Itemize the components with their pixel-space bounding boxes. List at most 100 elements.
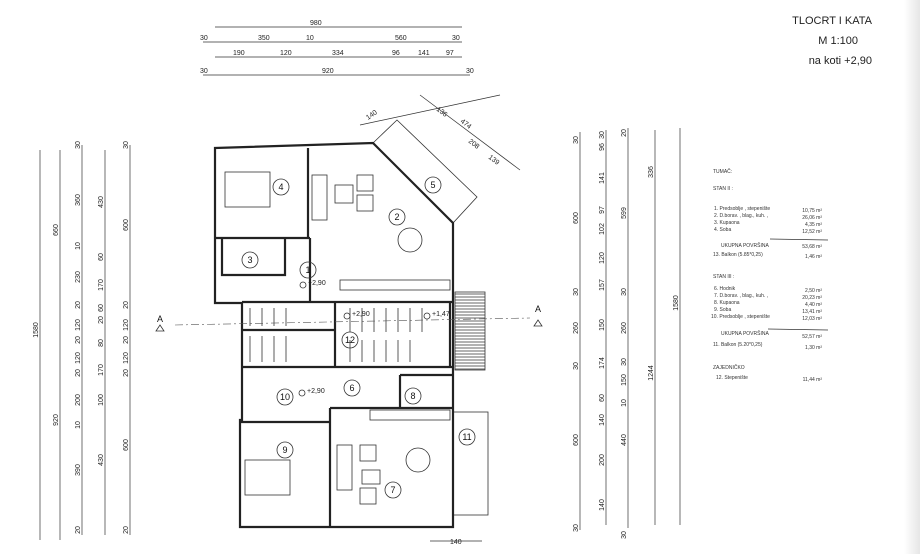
room-circle <box>272 178 290 196</box>
dimension-label: 141 <box>599 172 606 184</box>
legend-area: 12,52 m² <box>802 229 822 235</box>
dimension-label: 390 <box>75 464 82 476</box>
dimension-label: 100 <box>98 394 105 406</box>
legend-group-name: STAN II : <box>713 186 733 192</box>
dimension-label: 336 <box>648 166 655 178</box>
dimension-line <box>359 94 501 126</box>
legend-area: 4,40 m² <box>805 302 822 308</box>
legend-item: 6. Hodnik <box>714 286 736 292</box>
room-circle <box>341 331 359 349</box>
dimension-label: 120 <box>75 319 82 331</box>
dimension-label: 200 <box>599 454 606 466</box>
dimension-label: 10 <box>621 399 628 407</box>
legend-area: 1,30 m² <box>805 345 822 351</box>
dimension-label: 430 <box>98 454 105 466</box>
section-arrow-icon <box>533 319 543 327</box>
level-mark: +2,90 <box>308 280 326 287</box>
dimension-label: 150 <box>621 374 628 386</box>
room-circle <box>276 441 294 459</box>
entrance-ramp <box>454 291 486 371</box>
dimension-label: 10 <box>75 242 82 250</box>
level-mark: +1,47 <box>432 311 450 318</box>
room-circle <box>424 176 442 194</box>
dimension-label: 20 <box>75 369 82 377</box>
dimension-label: 139 <box>487 154 501 167</box>
room-number: 12 <box>345 335 355 345</box>
dimension-label: 20 <box>123 526 130 534</box>
dimension-label: 97 <box>599 206 606 214</box>
section-arrow-icon <box>155 324 165 332</box>
section-mark-right: A <box>535 304 541 314</box>
dimension-label: 170 <box>98 364 105 376</box>
room-number: 1 <box>305 265 310 275</box>
section-mark-left: A <box>157 314 163 324</box>
legend-area: 20,23 m² <box>802 295 822 301</box>
dimension-label: 102 <box>599 223 606 235</box>
dimension-label: 30 <box>573 362 580 370</box>
dimension-label: 600 <box>123 219 130 231</box>
room-number: 10 <box>280 392 290 402</box>
dimension-label: 30 <box>621 358 628 366</box>
dimension-label: 136 <box>435 106 449 119</box>
legend-area: 13,41 m² <box>802 309 822 315</box>
legend-item: 7. D.borav. , blag., kuh. , <box>714 293 768 299</box>
dimension-label: 200 <box>75 394 82 406</box>
dimension-label: 600 <box>573 212 580 224</box>
level-marks: +2,90 +2,90 +1,47 +2,90 <box>298 280 450 397</box>
dimension-label: 60 <box>599 394 606 402</box>
dimension-label: 30 <box>75 141 82 149</box>
dimension-label: 440 <box>621 434 628 446</box>
dimension-label: 208 <box>467 138 481 151</box>
dimension-label: 140 <box>599 414 606 426</box>
legend-area: 10,75 m² <box>802 208 822 214</box>
legend-item: 8. Kupaona <box>714 300 740 306</box>
level-mark: +2,90 <box>352 311 370 318</box>
dimension-label: 80 <box>98 339 105 347</box>
legend-area: 1,46 m² <box>805 254 822 260</box>
page-edge-shadow <box>904 0 920 554</box>
room-circle <box>241 251 259 269</box>
dimension-label: 1580 <box>673 295 680 311</box>
dimension-label: 20 <box>98 316 105 324</box>
dimension-label: 120 <box>280 50 292 57</box>
dimension-label: 30 <box>621 531 628 539</box>
legend-divider <box>769 238 829 241</box>
dimension-label: 60 <box>98 304 105 312</box>
dimension-label: 120 <box>123 319 130 331</box>
legend-item: 3. Kupaona <box>714 220 740 226</box>
dimension-label: 20 <box>75 526 82 534</box>
dimension-label: 140 <box>365 109 379 121</box>
dimension-label: 30 <box>573 136 580 144</box>
dimension-label: 560 <box>395 35 407 42</box>
dimension-label: 30 <box>466 68 474 75</box>
dimension-label: 120 <box>75 352 82 364</box>
dimension-label: 230 <box>75 271 82 283</box>
legend-item: 1. Predsoblje , stepenište <box>714 206 770 212</box>
legend-area: 4,35 m² <box>805 222 822 228</box>
dimension-label: 920 <box>322 68 334 75</box>
legend-common-name: ZAJEDNIČKO <box>713 364 745 371</box>
dimension-label: 334 <box>332 50 344 57</box>
dimension-label: 10 <box>75 421 82 429</box>
dimension-label: 10 <box>306 35 314 42</box>
legend-area: 11,44 m² <box>803 377 823 383</box>
dimension-label: 430 <box>98 196 105 208</box>
room-number: 5 <box>430 180 435 190</box>
dimension-label: 30 <box>123 141 130 149</box>
room-number: 6 <box>349 383 354 393</box>
legend-heading: TUMAČ: <box>713 168 732 175</box>
legend-item: 9. Soba <box>714 307 731 313</box>
room-number: 3 <box>247 255 252 265</box>
dimension-label: 20 <box>123 336 130 344</box>
room-circle <box>388 208 406 226</box>
legend-total: 53,68 m² <box>802 244 822 250</box>
legend-group-name: STAN III : <box>713 274 734 280</box>
dimension-label: 920 <box>53 414 60 426</box>
dimension-label: 30 <box>452 35 460 42</box>
room-number: 9 <box>282 445 287 455</box>
drawing-level: na koti +2,90 <box>809 55 872 67</box>
room-circle <box>299 261 317 279</box>
dimension-label: 140 <box>450 539 462 546</box>
dimension-label: 30 <box>200 68 208 75</box>
